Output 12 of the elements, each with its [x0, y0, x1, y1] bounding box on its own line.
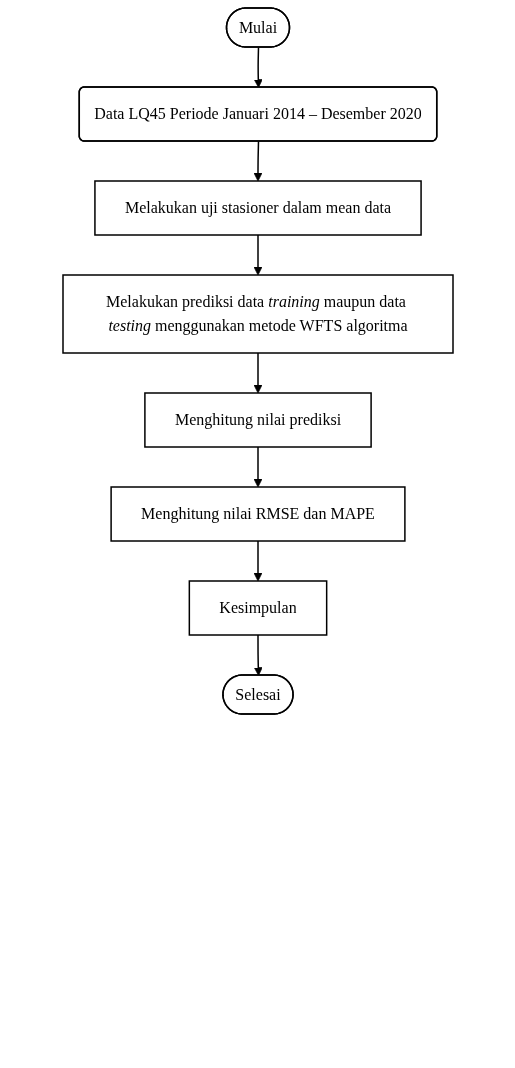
- arrow: [253, 140, 262, 182]
- arrow: [253, 46, 263, 88]
- arrow: [253, 234, 262, 276]
- arrow: [253, 352, 262, 394]
- node-box: Menghitung nilai RMSE dan MAPE: [109, 486, 406, 542]
- node-box: Melakukan uji stasioner dalam mean data: [93, 180, 422, 236]
- node-box: Menghitung nilai prediksi: [143, 392, 372, 448]
- arrow: [253, 540, 262, 582]
- node-box: Kesimpulan: [188, 580, 327, 636]
- node-box: Melakukan prediksi data training maupun data testing menggunakan metode WFTS algoritma: [61, 274, 454, 354]
- arrow: [253, 634, 263, 676]
- arrow: [253, 446, 262, 488]
